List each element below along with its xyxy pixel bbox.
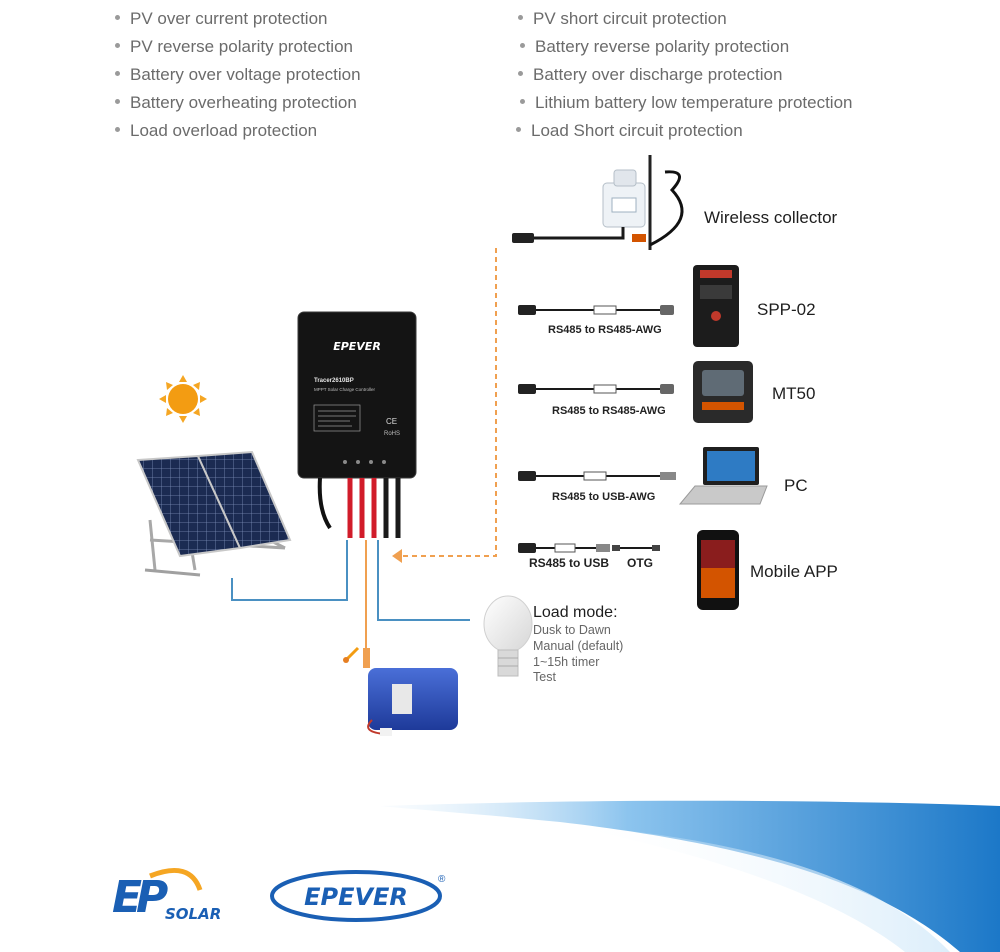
label-wireless-collector: Wireless collector [704, 208, 838, 227]
load-mode-title: Load mode: [533, 604, 618, 621]
feature-item: Battery over voltage protection [115, 65, 361, 85]
light-bulb-icon [483, 595, 533, 677]
label-spp02: SPP-02 [757, 300, 816, 319]
cable-label-mt50: RS485 to RS485-AWG [552, 405, 666, 417]
svg-text:®: ® [438, 874, 446, 885]
svg-text:EP: EP [112, 872, 168, 923]
feature-item: Lithium battery low temperature protecti… [520, 93, 853, 113]
comm-connection [398, 248, 497, 557]
load-mode-item: Test [533, 670, 556, 684]
charge-controller: EPEVER Tracer2610BP MPPT Solar Charge Co… [297, 311, 417, 538]
svg-text:SOLAR: SOLAR [165, 905, 221, 923]
cable-label-mobile-usb: RS485 to USB [529, 556, 610, 570]
feature-item: PV reverse polarity protection [115, 37, 353, 57]
label-mt50: MT50 [772, 384, 816, 403]
cable-mt50 [518, 384, 674, 394]
cable-label-pc: RS485 to USB-AWG [552, 491, 656, 503]
power-connections [231, 540, 470, 621]
feature-item: Battery over discharge protection [518, 65, 782, 85]
lithium-battery-icon [343, 646, 458, 736]
load-mode-item: 1~15h timer [533, 655, 600, 669]
feature-item: PV over current protection [115, 9, 327, 29]
sun-icon [159, 375, 207, 423]
controller-model: Tracer2610BP [314, 378, 354, 384]
laptop-icon [678, 447, 768, 505]
spp02-device [693, 265, 739, 347]
svg-text:EPEVER: EPEVER [304, 883, 408, 911]
feature-item: Battery overheating protection [115, 93, 357, 113]
label-pc: PC [784, 476, 808, 495]
mt50-device [693, 361, 753, 423]
ce-mark: CE [386, 417, 397, 426]
cable-label-spp: RS485 to RS485-AWG [548, 324, 662, 336]
label-mobile-app: Mobile APP [750, 562, 838, 581]
epever-logo: EPEVER ® [270, 870, 446, 922]
feature-item: Load overload protection [115, 121, 317, 141]
thermometer-icon [343, 646, 360, 663]
feature-item: Battery reverse polarity protection [520, 37, 789, 57]
load-mode-item: Dusk to Dawn [533, 623, 611, 637]
battery-connection [363, 540, 370, 668]
wireless-collector-device [512, 155, 684, 250]
cable-label-otg: OTG [627, 556, 653, 570]
cable-mobile [518, 543, 660, 553]
controller-brand: EPEVER [333, 340, 381, 353]
feature-item: PV short circuit protection [518, 9, 727, 29]
controller-subtitle: MPPT Solar Charge Controller [314, 387, 375, 392]
mobile-phone-icon [697, 530, 739, 610]
solar-panel-icon [136, 450, 292, 577]
load-mode-item: Manual (default) [533, 639, 624, 653]
cable-spp [518, 305, 674, 315]
decorative-swoosh [380, 800, 1000, 952]
rohs-mark: RoHS [384, 431, 400, 437]
ep-solar-logo: EP SOLAR [112, 867, 221, 923]
feature-item: Load Short circuit protection [516, 121, 743, 141]
cable-pc [518, 471, 676, 481]
